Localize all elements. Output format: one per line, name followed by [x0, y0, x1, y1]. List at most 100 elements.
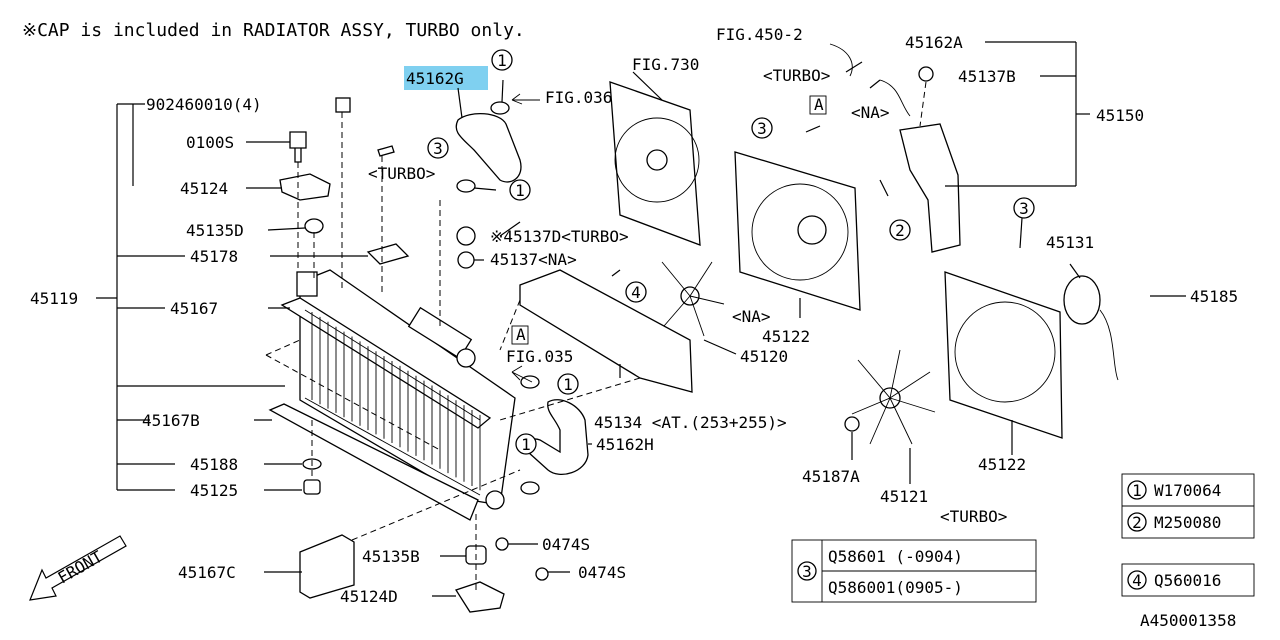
label-45178: 45178 [190, 247, 238, 266]
legend-code-3a: Q58601 (-0904) [828, 547, 963, 566]
marker-a-mid-box [511, 325, 529, 345]
pad-45167C [299, 534, 355, 599]
label-45124D: 45124D [340, 587, 398, 606]
label-45137B: 45137B [958, 67, 1016, 86]
label-na-fan: <NA> [732, 307, 771, 326]
cap-45137D [456, 226, 476, 246]
bolt-0100S [289, 131, 307, 163]
label-turbo-fan: <TURBO> [940, 507, 1007, 526]
bracket-45124 [279, 173, 331, 201]
leader-lines [246, 61, 1186, 597]
marker-3b: 3 [757, 119, 767, 138]
cap-45137 [457, 251, 475, 269]
nut-45187A [844, 416, 860, 432]
legend-code-2: M250080 [1154, 513, 1221, 532]
hose-45162G [455, 113, 522, 183]
marker-1b: 1 [515, 181, 525, 200]
air-guide-45134 [519, 269, 693, 393]
seal-45178 [366, 243, 410, 265]
marker-3c: 3 [1019, 199, 1029, 218]
label-front: FRONT [55, 547, 107, 588]
label-turbo-hose: <TURBO> [368, 164, 435, 183]
legend-num-4: 4 [1132, 571, 1142, 590]
fan-45120 [661, 261, 725, 337]
cushion-45125 [303, 479, 321, 495]
marker-1a: 1 [497, 51, 507, 70]
label-902460010: 902460010(4) [146, 95, 262, 114]
panel-45167B [268, 403, 479, 521]
label-45122-na: 45122 [762, 327, 810, 346]
front-arrow [29, 535, 127, 601]
label-45162A: 45162A [905, 33, 963, 52]
radiator-45167 [280, 269, 516, 510]
motor-45131 [1063, 275, 1119, 381]
shroud-45122-na [734, 151, 861, 311]
circle-markers: 1 1 1 1 2 3 3 3 4 [427, 49, 1035, 455]
reservoir-45150 [829, 41, 1090, 253]
legend-code-3b: Q586001(0905-) [828, 578, 963, 597]
cushion-45135D [304, 218, 324, 234]
label-fig035: FIG.035 [506, 347, 573, 366]
label-45188: 45188 [190, 455, 238, 474]
diagram-id: A450001358 [1140, 611, 1236, 630]
label-45135B: 45135B [362, 547, 420, 566]
fan-motor-fig730 [609, 81, 701, 246]
legend-num-1: 1 [1132, 481, 1142, 500]
label-45187A: 45187A [802, 467, 860, 486]
label-0474S-a: 0474S [542, 535, 590, 554]
bolt-small-3a [377, 145, 395, 157]
label-45150: 45150 [1096, 106, 1144, 125]
legend-code-1: W170064 [1154, 481, 1221, 500]
legend-table-1-2: 1 W170064 2 M250080 [1121, 473, 1255, 539]
bracket-45124D [455, 581, 505, 613]
label-45135D: 45135D [186, 221, 244, 240]
label-45121: 45121 [880, 487, 928, 506]
label-fig730: FIG.730 [632, 55, 699, 74]
label-45119: 45119 [30, 289, 78, 308]
bolt-0474S-b [535, 567, 549, 581]
arrow-fig035 [511, 365, 533, 383]
label-45125: 45125 [190, 481, 238, 500]
label-45167: 45167 [170, 299, 218, 318]
bracket-45119 [96, 103, 285, 491]
label-45134: 45134 <AT.(253+255)> [594, 413, 787, 432]
legend-table-3: 3 Q58601 (-0904) Q586001(0905-) [791, 539, 1037, 603]
radiator-core [311, 312, 481, 491]
label-45167C: 45167C [178, 563, 236, 582]
label-45162H: 45162H [596, 435, 654, 454]
label-45120: 45120 [740, 347, 788, 366]
arrow-fig036 [511, 93, 540, 105]
marker-1d: 1 [521, 435, 531, 454]
hose-45162H [524, 399, 589, 475]
label-45124: 45124 [180, 179, 228, 198]
highlight-45162G [404, 66, 488, 90]
marker-a-top-box [809, 95, 827, 115]
label-marker-a-mid: A [516, 325, 526, 344]
label-na-top: <NA> [851, 103, 890, 122]
header-note: ※CAP is included in RADIATOR ASSY, TURBO… [22, 20, 525, 41]
marker-4: 4 [631, 283, 641, 302]
marker-3a: 3 [433, 139, 443, 158]
legend-table-4: 4 Q560016 [1121, 563, 1255, 597]
fan-45121 [851, 349, 936, 445]
label-turbo-top: <TURBO> [763, 66, 830, 85]
legend-num-2: 2 [1132, 513, 1142, 532]
label-45167B: 45167B [142, 411, 200, 430]
label-45137: 45137<NA> [490, 250, 577, 269]
label-0474S-b: 0474S [578, 563, 626, 582]
clip-902460010 [335, 97, 351, 113]
label-45122-turbo: 45122 [978, 455, 1026, 474]
marker-1c: 1 [563, 375, 573, 394]
bolt-0474S-a [495, 537, 509, 551]
label-0100S: 0100S [186, 133, 234, 152]
shroud-45122-turbo [944, 271, 1063, 439]
callout-labels: 45162G FIG.036 FIG.730 FIG.450-2 45162A … [30, 25, 1238, 630]
legend-code-4: Q560016 [1154, 571, 1221, 590]
label-45137D: ※45137D<TURBO> [490, 227, 629, 246]
label-fig036: FIG.036 [545, 88, 612, 107]
marker-2: 2 [895, 221, 905, 240]
label-marker-a-top: A [814, 95, 824, 114]
label-45185: 45185 [1190, 287, 1238, 306]
label-45162G: 45162G [406, 69, 464, 88]
